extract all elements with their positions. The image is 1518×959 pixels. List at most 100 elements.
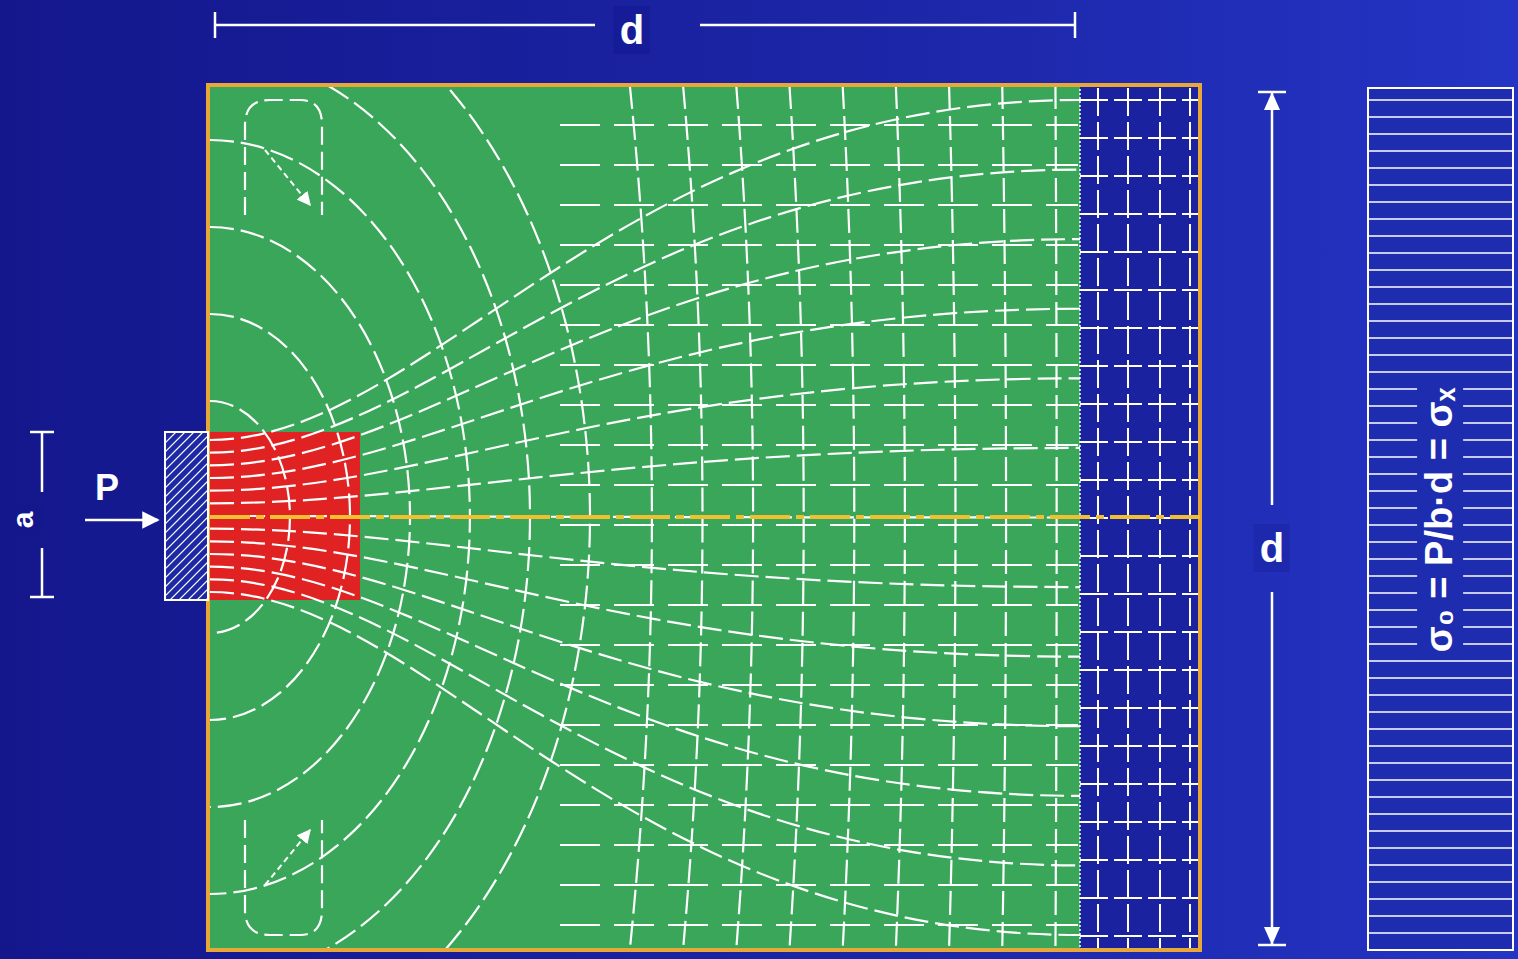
dimension-line [700,24,1075,27]
compression-trajectory [210,579,1080,865]
hatch-line [165,598,208,600]
trajectory-grid [560,124,1078,126]
grid-line [1080,935,1200,937]
grid-line [1080,175,1200,177]
stress-line [1368,150,1513,152]
trajectory-grid [560,204,1078,206]
stress-line [1368,269,1513,271]
grid-line [1080,403,1200,405]
stress-line [1368,201,1513,203]
stress-line [1368,218,1513,220]
dimension-line [214,12,217,38]
stress-line [1368,252,1513,254]
stress-formula: σ₀ = P/b·d = σₓ [1417,382,1463,659]
trajectory-grid [560,324,1078,326]
compression-trajectory [210,448,1080,503]
grid-line [1080,137,1200,139]
dimension-label: d [1254,524,1290,572]
dimension-line [1074,12,1077,38]
stress-line [1368,864,1513,866]
trajectory-grid [560,924,1078,926]
dimension-line [30,596,54,599]
stress-line [1368,371,1513,373]
stress-line [1368,99,1513,101]
swirl-line [245,820,322,935]
trajectory-grid [560,684,1078,686]
trajectory-grid [560,444,1078,446]
trajectory-grid [560,484,1078,486]
compression-trajectory [210,554,1080,726]
hatch-line [165,589,208,600]
hatch-line [165,517,208,560]
grid-line [1080,821,1200,823]
centerline [210,515,1200,519]
stress-line [1368,660,1513,662]
grid-line [1080,669,1200,671]
stress-line [1368,881,1513,883]
swirl-arrow [265,150,310,205]
trajectory-grid [560,764,1078,766]
dimension-line [41,548,44,597]
stress-line [1368,728,1513,730]
trajectory-grid [560,844,1078,846]
stress-hatch [1368,100,1513,933]
dimension-label: a [4,506,41,535]
trajectory-grid [560,284,1078,286]
stress-line [1368,711,1513,713]
grid-line [1080,859,1200,861]
hatch-line [165,580,208,600]
grid-line [1080,555,1200,557]
trajectory-grid [560,804,1078,806]
compression-trajectory [210,309,1080,478]
stress-line [1368,677,1513,679]
compression-trajectory [210,541,1080,656]
dim-arrow [1264,92,1280,110]
hatch-line [165,472,208,515]
grid-line [1080,365,1200,367]
grid-line [1080,289,1200,291]
stress-line [1368,779,1513,781]
plate-hatch [165,432,208,600]
stress-block [1368,88,1513,950]
dimension-line [30,431,54,434]
grid-line [1080,99,1200,101]
stress-line [1368,813,1513,815]
stress-line [1368,303,1513,305]
dimension-label: d [614,6,650,54]
trajectory-grid [560,884,1078,886]
stress-line [1368,320,1513,322]
trajectory-grid [560,724,1078,726]
hatch-line [165,535,208,578]
hatch-line [165,490,208,533]
dimension-line [215,24,595,27]
compression-trajectory [210,529,1080,587]
trajectory-grid [560,404,1078,406]
dimension-line [41,432,44,492]
stress-line [1368,847,1513,849]
grid-line [1080,745,1200,747]
stress-line [1368,286,1513,288]
grid-line [1080,897,1200,899]
grid-line [1080,707,1200,709]
hatch-line [165,508,208,551]
hatch-line [165,562,208,600]
stress-line [1368,745,1513,747]
trajectory-grid [560,364,1078,366]
trajectory-grid [560,604,1078,606]
compression-trajectory [210,170,1080,453]
hatch-line [165,436,208,479]
stress-line [1368,694,1513,696]
swirl-arrow [265,830,310,885]
dimension-lines [30,12,1286,945]
block-outline [208,85,1200,950]
load-arrow [85,519,158,522]
stress-line [1368,235,1513,237]
trajectory-grid [560,244,1078,246]
stress-line [1368,898,1513,900]
trajectory-grid [560,564,1078,566]
grid-line [1080,213,1200,215]
grid-line [1080,631,1200,633]
swirl-line [245,100,322,215]
grid-line [1080,441,1200,443]
stress-line [1368,915,1513,917]
